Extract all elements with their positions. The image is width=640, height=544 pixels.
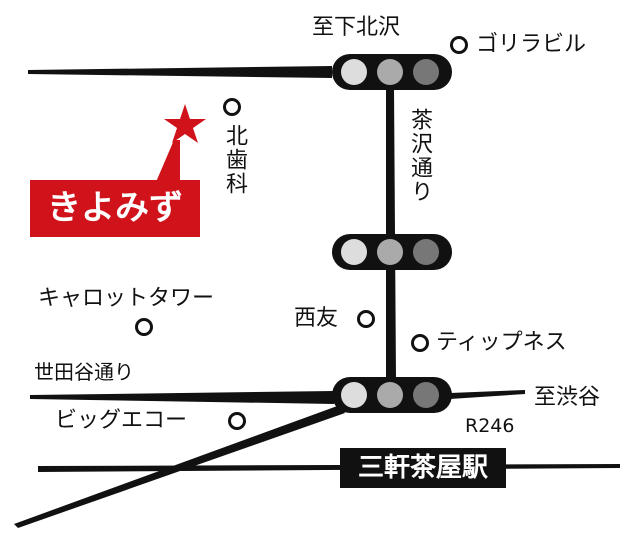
traffic-light-south <box>332 377 452 413</box>
landmark-marker <box>450 36 468 54</box>
road-setagaya <box>30 391 334 404</box>
landmark-tipness: ティップネス <box>436 330 567 355</box>
shop-label: きよみず <box>30 180 200 237</box>
rail-line <box>38 464 620 472</box>
road-label-r246: R246 <box>465 415 515 437</box>
station-label: 三軒茶屋駅 <box>340 448 506 488</box>
traffic-light-north <box>332 54 452 90</box>
landmark-carrot: キャロットタワー <box>38 286 215 311</box>
landmark-kita-dental: 北歯科 <box>222 124 247 196</box>
road-label-chazawa: 茶沢通り <box>407 108 432 204</box>
landmark-seiyu: 西友 <box>294 306 339 331</box>
landmark-bigecho: ビッグエコー <box>55 408 188 433</box>
traffic-light-middle <box>332 234 452 270</box>
landmark-marker <box>135 318 153 336</box>
landmark-marker <box>411 334 429 352</box>
road-top <box>28 66 332 78</box>
road-label-setagaya: 世田谷通り <box>34 360 134 384</box>
landmark-marker <box>223 98 241 116</box>
shop-star-marker <box>156 104 206 182</box>
road-r246 <box>450 390 525 399</box>
landmark-marker <box>357 310 375 328</box>
direction-east: 至渋谷 <box>534 385 601 410</box>
direction-north: 至下北沢 <box>312 15 401 40</box>
landmark-marker <box>228 412 246 430</box>
landmark-gorilla: ゴリラビル <box>476 32 587 57</box>
